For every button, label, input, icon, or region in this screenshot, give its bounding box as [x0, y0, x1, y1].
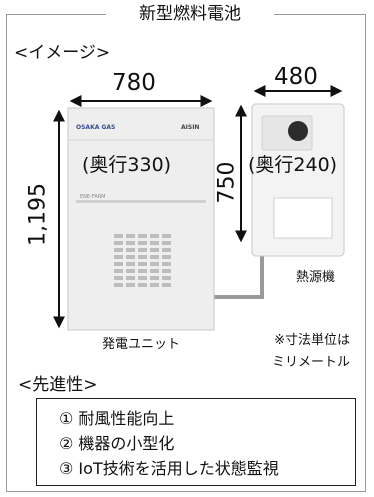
power-unit-illustration — [67, 107, 215, 331]
advantage-item: ② 機器の小型化 — [59, 434, 175, 453]
diagram-title: 新型燃料電池 — [106, 0, 274, 28]
vent-grille — [114, 234, 171, 287]
unit-height-label: 1,195 — [25, 183, 51, 246]
advantage-item: ① 耐風性能向上 — [59, 409, 175, 428]
image-section-label: <イメージ> — [14, 43, 111, 63]
ene-farm-logo: ENE-FARM — [80, 194, 106, 200]
unit-note-line: ※寸法単位は — [274, 333, 350, 348]
advantage-item: ③ IoT技術を活用した状態監視 — [59, 459, 279, 478]
power-unit-caption: 発電ユニット — [102, 337, 181, 352]
connection-pipe — [214, 256, 264, 299]
osaka-gas-logo: OSAKA GAS — [76, 124, 116, 131]
heater-height-label: 750 — [214, 161, 240, 204]
unit-note-line: ミリメートル — [271, 355, 350, 370]
heat-source-unit-illustration — [251, 103, 345, 257]
unit-depth-label: (奥行330) — [82, 154, 172, 176]
unit-note: ※寸法単位は ミリメートル — [242, 330, 350, 374]
advantages-box: ① 耐風性能向上 ② 機器の小型化 ③ IoT技術を活用した状態監視 — [36, 398, 356, 486]
heater-depth-label: (奥行240) — [248, 154, 338, 176]
heater-width-label: 480 — [274, 64, 318, 90]
advantages-label: <先進性> — [18, 375, 98, 395]
heat-source-caption: 熱源機 — [296, 270, 336, 285]
unit-width-label: 780 — [112, 70, 156, 96]
aisin-logo: AISIN — [181, 124, 200, 131]
